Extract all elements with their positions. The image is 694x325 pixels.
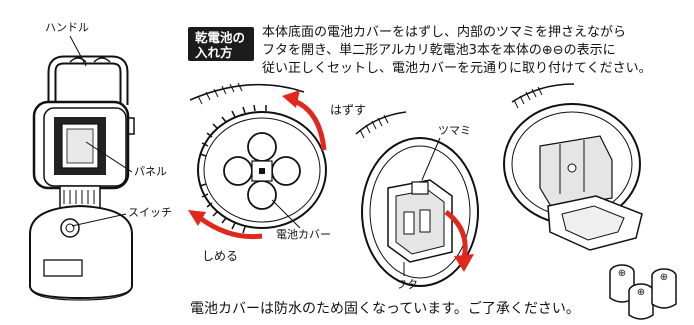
instruction-line-1: 本体底面の電池カバーをはずし、内部のツマミを押さえながら [262, 25, 627, 40]
battery-plus-icon: ⊕ [660, 272, 668, 283]
section-heading-badge: 乾電池の 入れ方 [188, 27, 254, 61]
footer-note: 電池カバーは防水のため固くなっています。ご了承ください。 [190, 301, 580, 317]
instruction-line-2: フタを開き、単二形アルカリ乾電池3本を本体の⊕⊖の表示に [262, 43, 616, 58]
battery-plus-icon: ⊕ [618, 268, 626, 279]
label-panel: パネル [134, 165, 167, 178]
label-close: しめる [202, 249, 239, 263]
heading-line-2: 入れ方 [195, 45, 233, 60]
label-remove: はずす [330, 103, 367, 117]
heading-line-1: 乾電池の [195, 30, 246, 45]
label-lid: フタ [396, 278, 418, 291]
label-switch: スイッチ [128, 206, 172, 219]
instructions-text: 本体底面の電池カバーをはずし、内部のツマミを押さえながら フタを開き、単二形アル… [262, 24, 692, 78]
battery-plus-icon: ⊕ [637, 287, 645, 298]
label-knob: ツマミ [438, 124, 471, 137]
label-handle: ハンドル [45, 21, 89, 34]
label-battery-cover: 電池カバー [276, 228, 331, 241]
instruction-line-3: 従い正しくセットし、電池カバーを元通りに取り付けてください。 [262, 61, 652, 76]
